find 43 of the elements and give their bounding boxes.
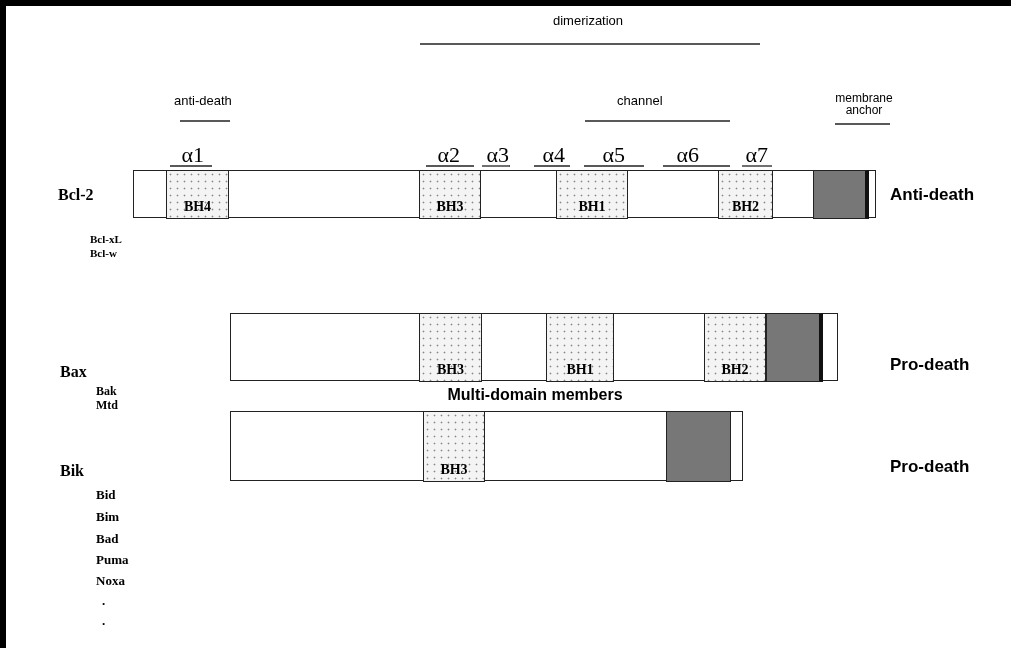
protein-name: Bad bbox=[96, 532, 119, 545]
protein-bar bbox=[230, 313, 838, 381]
helix-label: α5 bbox=[602, 144, 626, 166]
helix-label: α1 bbox=[181, 144, 205, 166]
transmembrane-block bbox=[666, 410, 731, 482]
function-label: Pro-death bbox=[890, 356, 970, 373]
ellipsis-dot: . bbox=[102, 594, 106, 607]
group-label: Multi-domain members bbox=[447, 387, 623, 403]
protein-name: Puma bbox=[96, 553, 129, 566]
protein-name: Bcl-2 bbox=[58, 187, 94, 203]
protein-name: Mtd bbox=[96, 399, 118, 411]
domain-block: BH4 bbox=[166, 169, 229, 219]
protein-name: Bax bbox=[60, 364, 87, 380]
section-heading: channel bbox=[617, 94, 663, 107]
transmembrane-block bbox=[766, 312, 823, 382]
domain-block: BH1 bbox=[556, 169, 628, 219]
helix-label: α6 bbox=[676, 144, 700, 166]
protein-name: Bcl-xL bbox=[90, 234, 122, 245]
ellipsis-dot: . bbox=[102, 614, 106, 627]
function-label: Pro-death bbox=[890, 458, 970, 475]
section-heading: anti-death bbox=[174, 94, 232, 107]
domain-block: BH2 bbox=[704, 312, 766, 382]
helix-label: α3 bbox=[486, 144, 510, 166]
protein-bar bbox=[133, 170, 876, 218]
protein-name: Noxa bbox=[96, 574, 125, 587]
protein-name: Bak bbox=[96, 385, 117, 397]
domain-block: BH2 bbox=[718, 169, 773, 219]
function-label: Anti-death bbox=[890, 186, 975, 203]
helix-label: α2 bbox=[437, 144, 461, 166]
helix-label: α4 bbox=[542, 144, 566, 166]
domain-block: BH3 bbox=[419, 312, 482, 382]
section-heading: membrane anchor bbox=[834, 92, 894, 116]
domain-block: BH3 bbox=[423, 410, 485, 482]
protein-name: Bik bbox=[60, 463, 84, 479]
transmembrane-block bbox=[813, 169, 869, 219]
protein-bar bbox=[230, 411, 743, 481]
protein-name: Bcl-w bbox=[90, 248, 117, 259]
helix-label: α7 bbox=[745, 144, 769, 166]
protein-name: Bid bbox=[96, 488, 116, 501]
protein-name: Bim bbox=[96, 510, 120, 523]
domain-block: BH3 bbox=[419, 169, 481, 219]
domain-block: BH1 bbox=[546, 312, 614, 382]
section-heading: dimerization bbox=[553, 14, 624, 27]
